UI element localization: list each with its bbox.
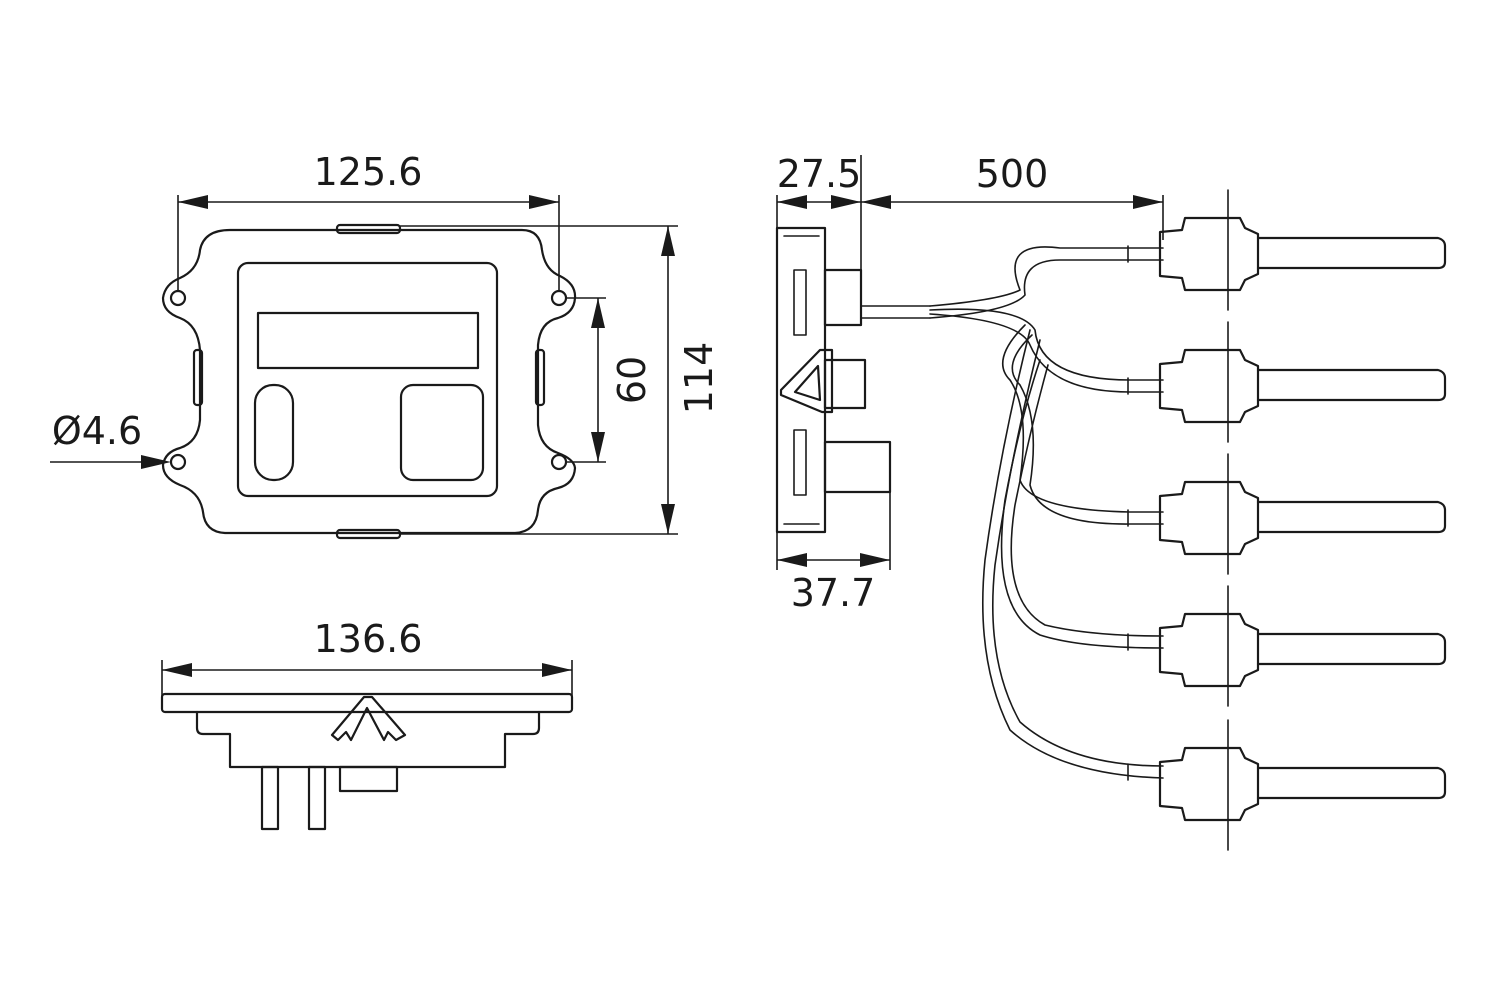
side-connector-top (823, 268, 863, 327)
dimension-side-total-depth: 37.7 (776, 492, 891, 615)
sensor-1 (1158, 189, 1447, 311)
side-connector-middle (823, 358, 867, 410)
mounting-hole-bottom-right (550, 453, 568, 471)
dimension-cable-length: 500 (861, 152, 1164, 240)
mounting-hole-top-right (550, 289, 568, 307)
cable-length-label: 500 (976, 152, 1049, 196)
sensor-2 (1158, 321, 1447, 443)
left-button (253, 383, 295, 482)
sensor-3 (1158, 453, 1447, 575)
mounting-hole-bottom-left (169, 453, 187, 471)
dimension-bottom-width: 136.6 (161, 617, 573, 700)
side-view (775, 226, 892, 534)
front-panel (236, 261, 499, 498)
dimension-side-depth: 27.5 (776, 152, 862, 300)
bottom-body (195, 710, 541, 769)
side-total-depth-label: 37.7 (791, 571, 876, 615)
sensor-4 (1158, 585, 1447, 707)
display-window (256, 311, 480, 370)
bottom-view (160, 692, 574, 831)
hole-diameter-label: Ø4.6 (52, 409, 142, 453)
bottom-width-label: 136.6 (314, 617, 423, 661)
dimension-front-width: 125.6 (177, 150, 560, 290)
bottom-flange (160, 692, 574, 714)
side-recess-bottom (793, 429, 807, 496)
hole-spacing-label: 60 (610, 356, 654, 404)
sensor-5 (1158, 719, 1447, 851)
cable-bundle (860, 245, 1164, 781)
bottom-pin-left (260, 765, 280, 831)
side-depth-label: 27.5 (777, 152, 862, 196)
front-width-label: 125.6 (314, 150, 423, 194)
dimension-front-height: 114 (400, 225, 721, 535)
mounting-hole-top-left (169, 289, 187, 307)
bottom-clip (330, 695, 407, 742)
top-tab (335, 223, 402, 235)
dimension-hole-spacing: 60 (566, 297, 654, 463)
right-button (399, 383, 485, 482)
bottom-connector (338, 765, 399, 793)
side-recess-top (793, 269, 807, 336)
front-height-label: 114 (677, 342, 721, 415)
side-clip (779, 348, 834, 414)
bottom-pin-right (307, 765, 327, 831)
left-side-tab (192, 348, 204, 407)
front-housing-outline (161, 228, 577, 535)
right-side-tab (534, 348, 546, 407)
dimension-hole-diameter: Ø4.6 (50, 409, 171, 469)
front-view (161, 223, 577, 540)
side-connector-bottom (823, 440, 892, 494)
